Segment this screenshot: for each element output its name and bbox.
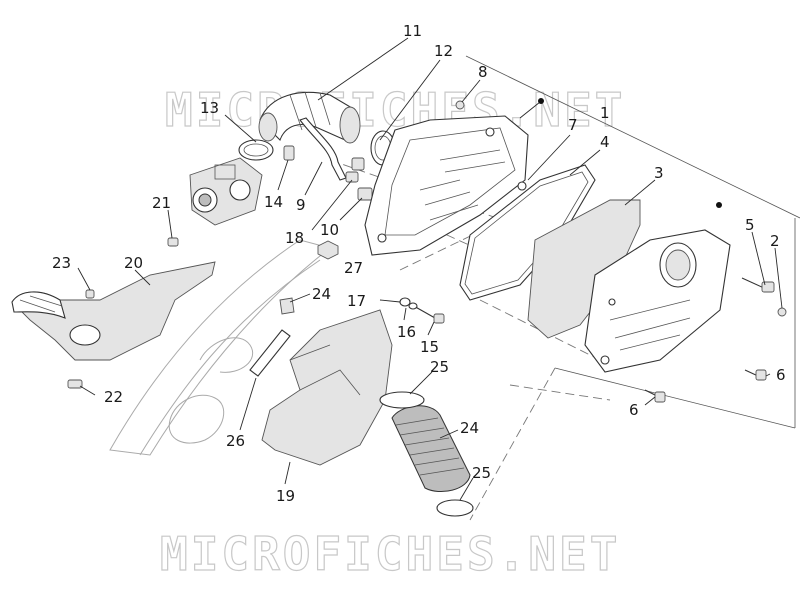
callouts: 11 12 8 13 14 9 18 10 27 21 1 7 4 3 5 2 … <box>52 22 786 505</box>
callout-26: 26 <box>226 432 245 450</box>
callout-22: 22 <box>104 388 123 406</box>
callout-13: 13 <box>200 99 219 117</box>
part-21-bolt <box>167 237 179 247</box>
callout-25b: 25 <box>472 464 491 482</box>
part-6-screw-b <box>644 389 666 403</box>
part-19-duct-cover <box>261 309 393 466</box>
callout-24a: 24 <box>312 285 331 303</box>
callout-5: 5 <box>745 216 755 234</box>
part-5-screw <box>741 277 775 293</box>
part-16-washer <box>399 297 411 307</box>
part-2-screw <box>777 307 787 317</box>
callout-21: 21 <box>152 194 171 212</box>
callout-18: 18 <box>285 229 304 247</box>
callout-12: 12 <box>434 42 453 60</box>
callout-3: 3 <box>654 164 664 182</box>
callout-7: 7 <box>568 116 578 134</box>
throttle-body <box>189 157 263 226</box>
callout-15: 15 <box>420 338 439 356</box>
callout-6a: 6 <box>776 366 786 384</box>
part-24-bellows <box>391 405 471 492</box>
watermark-top: MICROFICHES.NET <box>165 83 625 137</box>
leader-lines <box>77 37 783 501</box>
part-17-washer <box>408 302 418 310</box>
group-dot-2 <box>716 202 722 208</box>
callout-9: 9 <box>296 196 306 214</box>
callout-8: 8 <box>478 63 488 81</box>
callout-6b: 6 <box>629 401 639 419</box>
watermark-bottom: MICROFICHES.NET <box>160 527 620 581</box>
part-25-clamp-bottom <box>436 499 474 517</box>
part-23-bolt <box>85 289 95 299</box>
part-22-clip <box>67 379 83 389</box>
part-8-plug <box>455 100 465 110</box>
part-24-clip <box>279 297 295 315</box>
callout-25a: 25 <box>430 358 449 376</box>
callout-4: 4 <box>600 133 610 151</box>
group-dot-1 <box>538 98 544 104</box>
callout-2: 2 <box>770 232 780 250</box>
callout-16: 16 <box>397 323 416 341</box>
part-13-clamp <box>238 139 274 161</box>
part-20-intake-duct <box>11 261 216 361</box>
part-10-fitting <box>357 187 373 201</box>
airbox-cover <box>584 229 731 373</box>
callout-10: 10 <box>320 221 339 239</box>
part-18-clip <box>345 171 359 183</box>
callout-17: 17 <box>347 292 366 310</box>
callout-11: 11 <box>403 22 422 40</box>
part-small-clip <box>351 157 365 171</box>
callout-14: 14 <box>264 193 283 211</box>
airbox-housing <box>364 115 529 256</box>
callout-27: 27 <box>344 259 363 277</box>
part-27-nut <box>317 240 339 260</box>
callout-24b: 24 <box>460 419 479 437</box>
part-6-screw-a <box>744 369 767 381</box>
callout-1: 1 <box>600 104 610 122</box>
callout-19: 19 <box>276 487 295 505</box>
callout-23: 23 <box>52 254 71 272</box>
part-25-clamp-top <box>379 391 425 409</box>
part-26-seal <box>249 329 291 377</box>
part-14-clip <box>283 145 295 161</box>
callout-20: 20 <box>124 254 143 272</box>
part-11-intake-hose <box>258 91 361 144</box>
